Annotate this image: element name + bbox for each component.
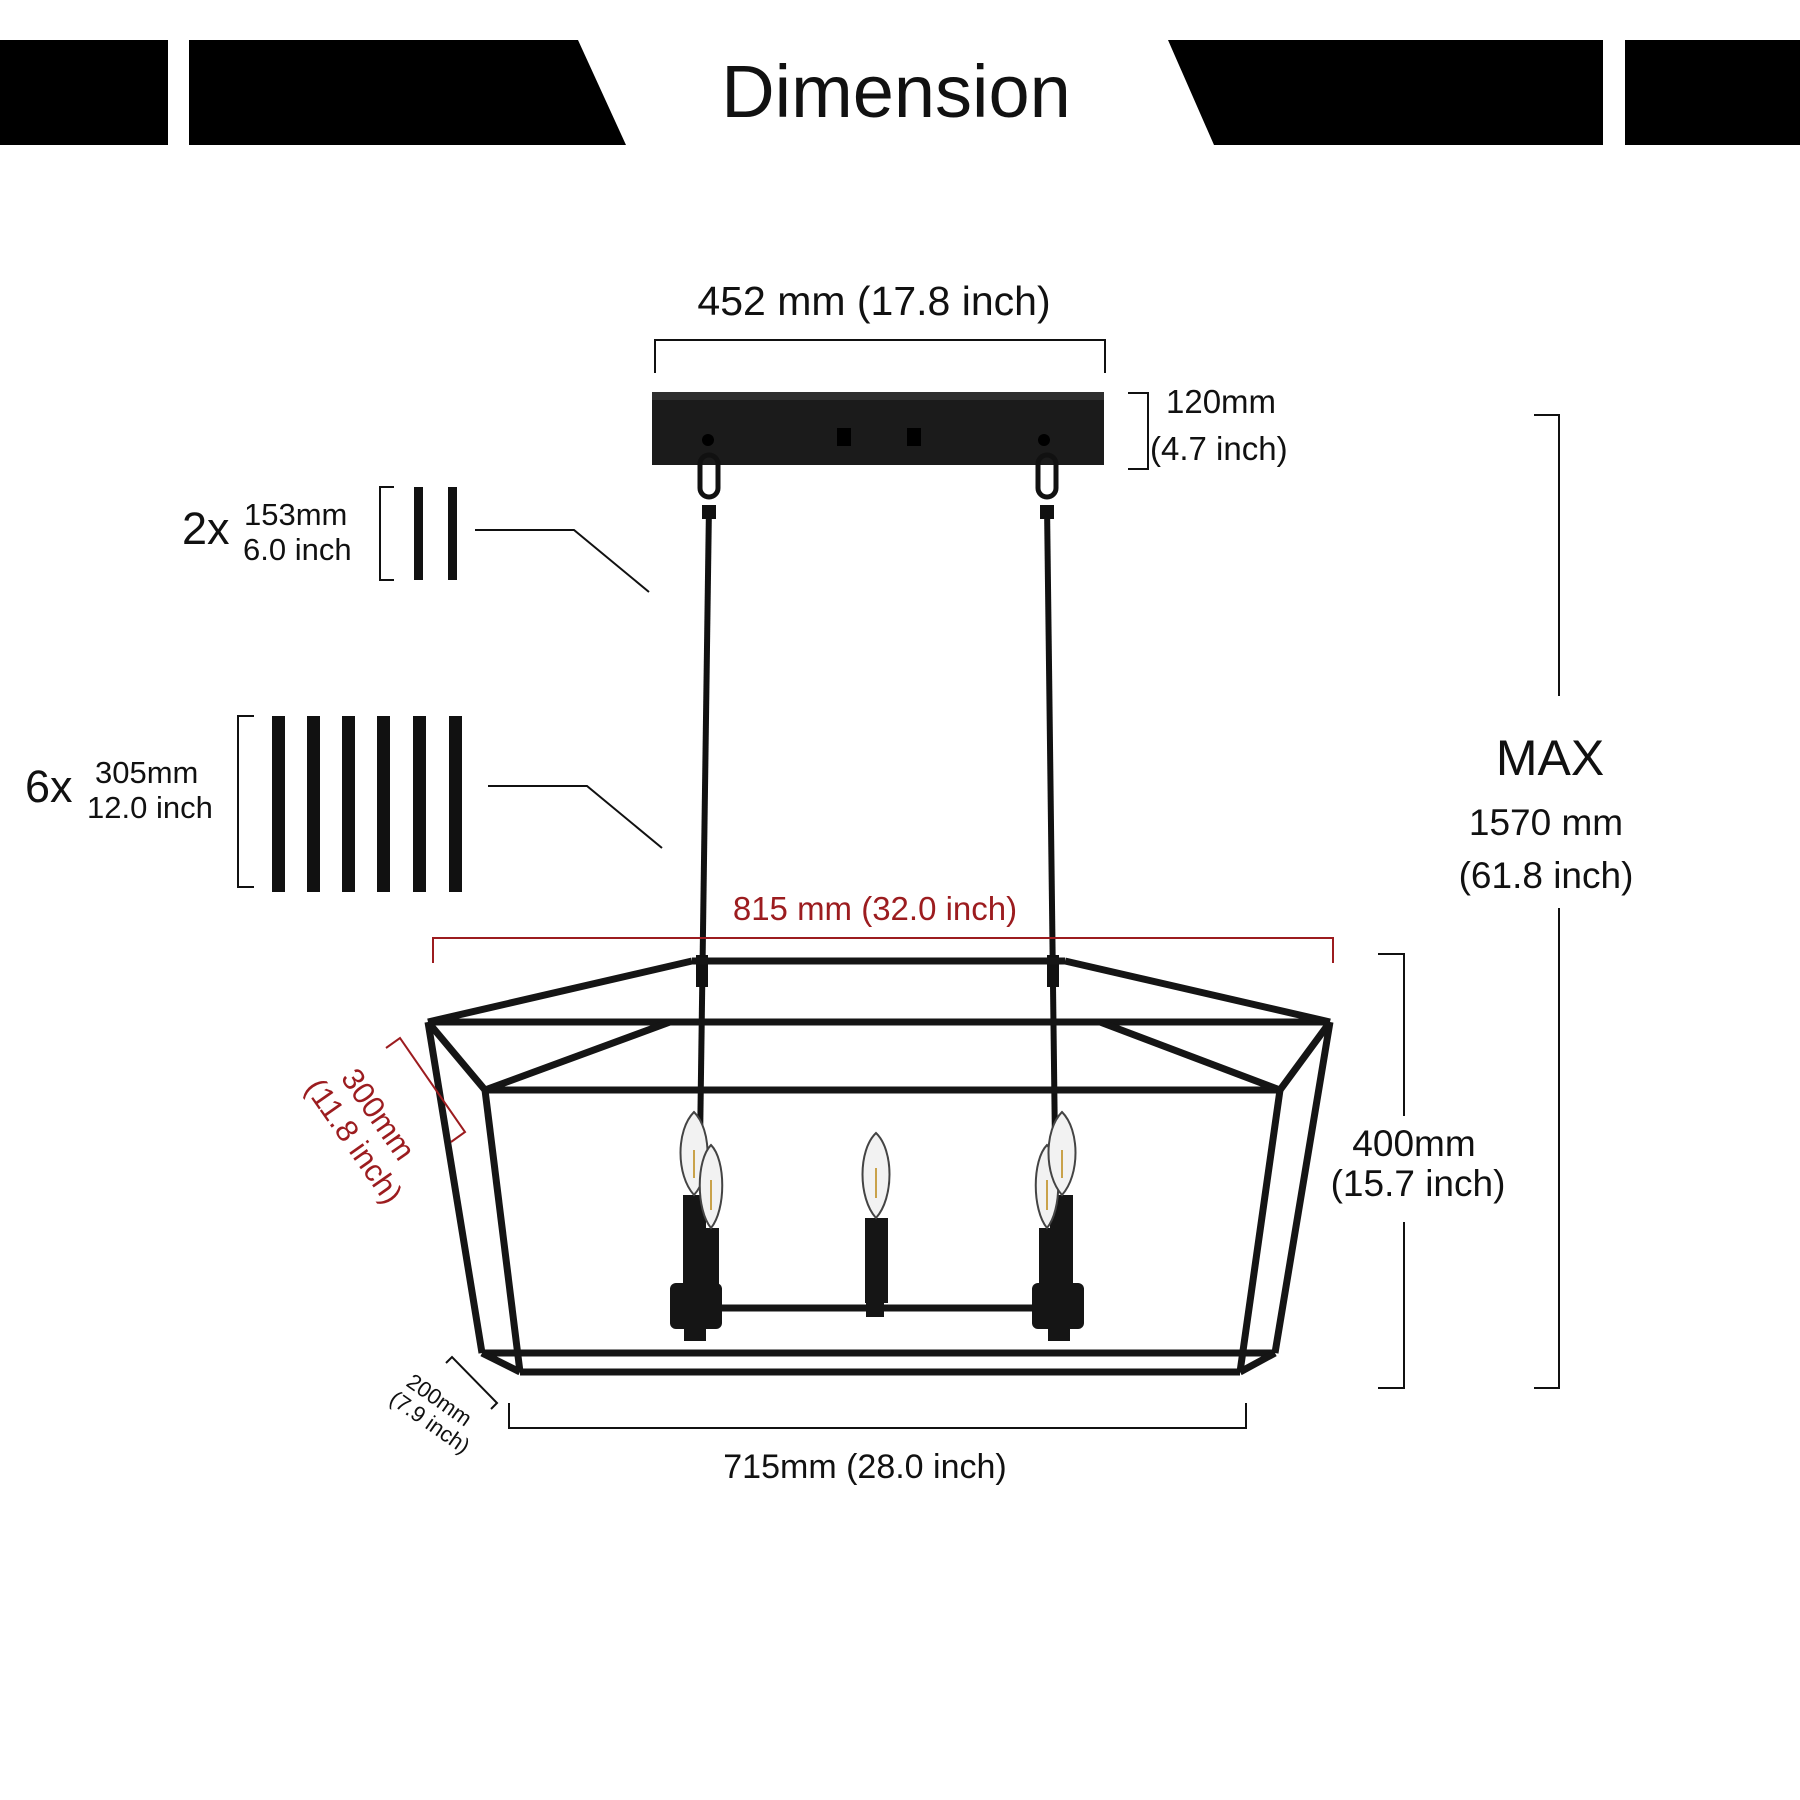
- long-rods-leader: [488, 785, 663, 849]
- bottom-width-label: 715mm (28.0 inch): [723, 1448, 1006, 1486]
- bottom-width-line: [508, 1403, 1247, 1429]
- short-rods-mm: 153mm: [244, 497, 347, 532]
- short-rods-inch: 6.0 inch: [243, 532, 352, 567]
- banner-block-right-2: [1168, 40, 1603, 145]
- body-height-bracket-top: [1378, 953, 1405, 1116]
- top-width-line: [432, 937, 1334, 963]
- top-depth-line: [385, 1036, 467, 1143]
- chain-links: [697, 452, 1059, 500]
- long-rods-bracket: [237, 715, 254, 888]
- max-height-mm: 1570 mm: [1469, 802, 1623, 843]
- max-label: MAX: [1496, 730, 1604, 786]
- max-height-bracket-top: [1534, 414, 1560, 696]
- header-banner: [0, 40, 1800, 145]
- long-rods-icon: [272, 716, 462, 892]
- body-height-bracket-bottom: [1378, 1222, 1405, 1389]
- bottom-depth-line: [445, 1355, 499, 1410]
- bulbs: [679, 1110, 1077, 1230]
- short-rods-bracket: [379, 486, 394, 581]
- max-height-bracket-bottom: [1534, 908, 1560, 1389]
- long-rods-qty: 6x: [25, 761, 73, 812]
- banner-block-right-1: [1625, 40, 1800, 145]
- short-rods-qty: 2x: [182, 503, 230, 554]
- banner-block-left-2: [189, 40, 626, 145]
- lantern-frame: [424, 957, 1334, 1376]
- short-rods-leader: [475, 529, 650, 593]
- canopy-plate: [652, 392, 1104, 465]
- body-height-inch: (15.7 inch): [1331, 1163, 1506, 1204]
- candle-sleeves: [683, 1195, 1073, 1303]
- body-height-mm: 400mm: [1352, 1123, 1475, 1164]
- suspension-rods: [697, 504, 1058, 1146]
- banner-block-left-1: [0, 40, 168, 145]
- canopy-width-label: 452 mm (17.8 inch): [697, 278, 1050, 324]
- max-height-inch: (61.8 inch): [1459, 855, 1634, 896]
- canopy-height-bracket: [1128, 392, 1149, 470]
- long-rods-inch: 12.0 inch: [87, 790, 213, 825]
- top-width-label: 815 mm (32.0 inch): [733, 890, 1017, 927]
- long-rods-mm: 305mm: [95, 755, 198, 790]
- canopy-width-bracket: [654, 339, 1106, 373]
- bulb-filaments: [693, 1150, 1063, 1210]
- page-title: Dimension: [721, 50, 1071, 133]
- canopy-height-inch-label: (4.7 inch): [1150, 430, 1288, 467]
- canopy-height-mm-label: 120mm: [1166, 383, 1276, 420]
- short-rods-icon: [414, 487, 457, 580]
